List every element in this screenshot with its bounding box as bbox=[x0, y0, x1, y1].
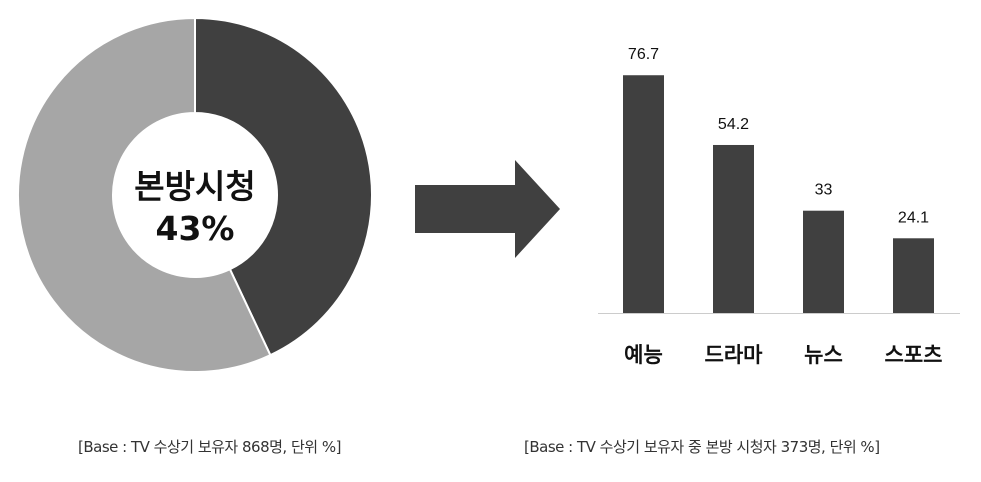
donut-center-value: 43% bbox=[156, 209, 235, 248]
bar-data-label: 24.1 bbox=[898, 209, 929, 226]
bar-0 bbox=[623, 75, 664, 313]
donut-caption: [Base : TV 수상기 보유자 868명, 단위 %] bbox=[78, 438, 341, 456]
bar-data-label: 54.2 bbox=[718, 116, 749, 133]
x-tick-label: 스포츠 bbox=[885, 343, 943, 367]
x-tick-label: 예능 bbox=[624, 343, 663, 367]
x-tick-label: 드라마 bbox=[705, 343, 764, 367]
donut-slice-0 bbox=[194, 16, 373, 357]
right-arrow-icon bbox=[415, 160, 560, 258]
donut-center-label: 본방시청 bbox=[134, 167, 255, 206]
bar-1 bbox=[713, 144, 754, 313]
bar-data-label: 33 bbox=[815, 182, 833, 199]
bar-caption: [Base : TV 수상기 보유자 중 본방 시청자 373명, 단위 %] bbox=[524, 438, 880, 456]
bar-data-label: 76.7 bbox=[628, 46, 659, 63]
x-tick-label: 뉴스 bbox=[804, 343, 843, 367]
bar-2 bbox=[803, 210, 844, 313]
donut-slice-1 bbox=[17, 16, 272, 373]
bar-3 bbox=[893, 238, 934, 313]
